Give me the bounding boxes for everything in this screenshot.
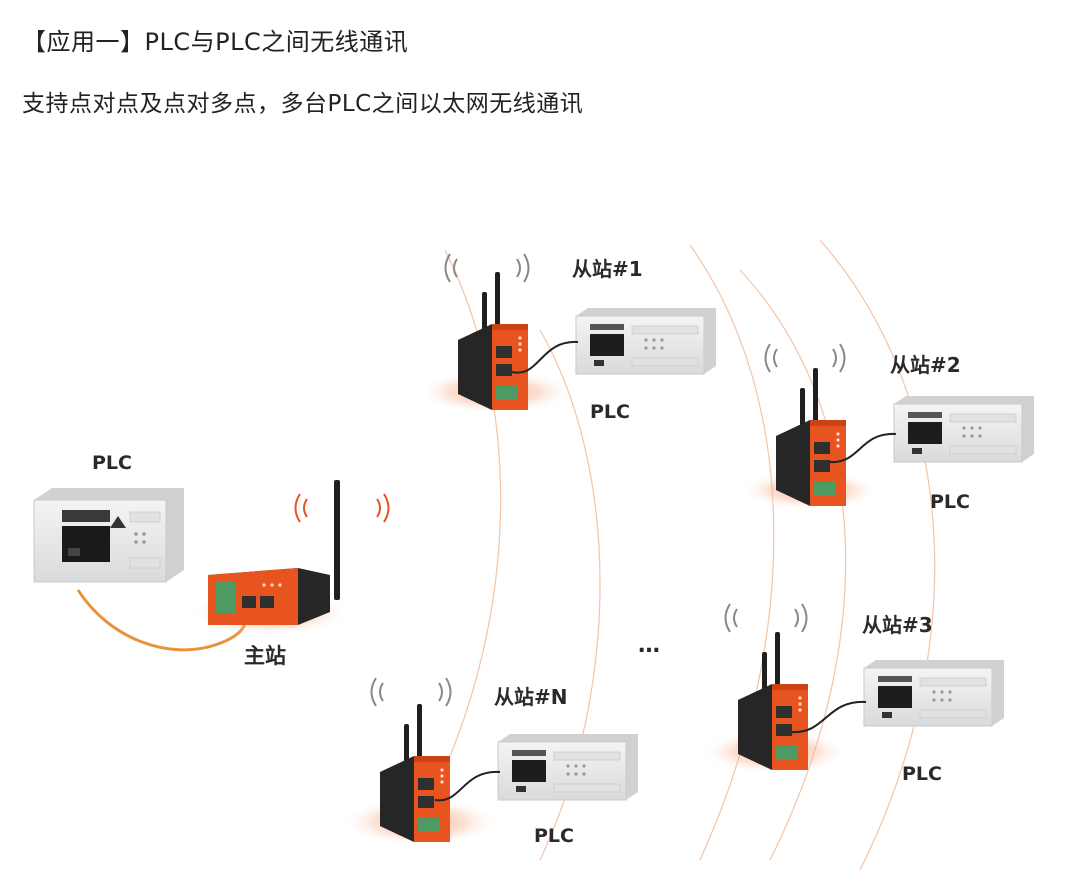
master-wireless-waves-right-icon [376,493,390,523]
master-station-label: 主站 [244,644,286,668]
slave-1-label: 从站#1 [572,257,643,281]
slave-station-2 [740,343,1035,510]
page-subheading: 支持点对点及点对多点，多台PLC之间以太网无线通讯 [22,91,584,117]
slave-2-label: 从站#2 [890,353,961,377]
slave-3-label: 从站#3 [862,613,933,637]
master-router [190,480,390,636]
slave-station-3 [701,603,1005,774]
slave-3-plc-label: PLC [902,763,942,785]
slave-2-plc-label: PLC [930,491,970,513]
master-plc [33,488,184,583]
slave-station-1 [417,253,717,414]
slave-station-n [342,677,639,846]
slave-n-plc-label: PLC [534,825,574,847]
more-stations-ellipsis: … [638,633,660,658]
master-plc-label: PLC [92,452,132,474]
slave-1-plc-label: PLC [590,401,630,423]
slave-n-label: 从站#N [494,685,568,709]
page-heading: 【应用一】PLC与PLC之间无线通讯 [22,28,409,56]
master-wireless-waves-left-icon [294,493,308,523]
